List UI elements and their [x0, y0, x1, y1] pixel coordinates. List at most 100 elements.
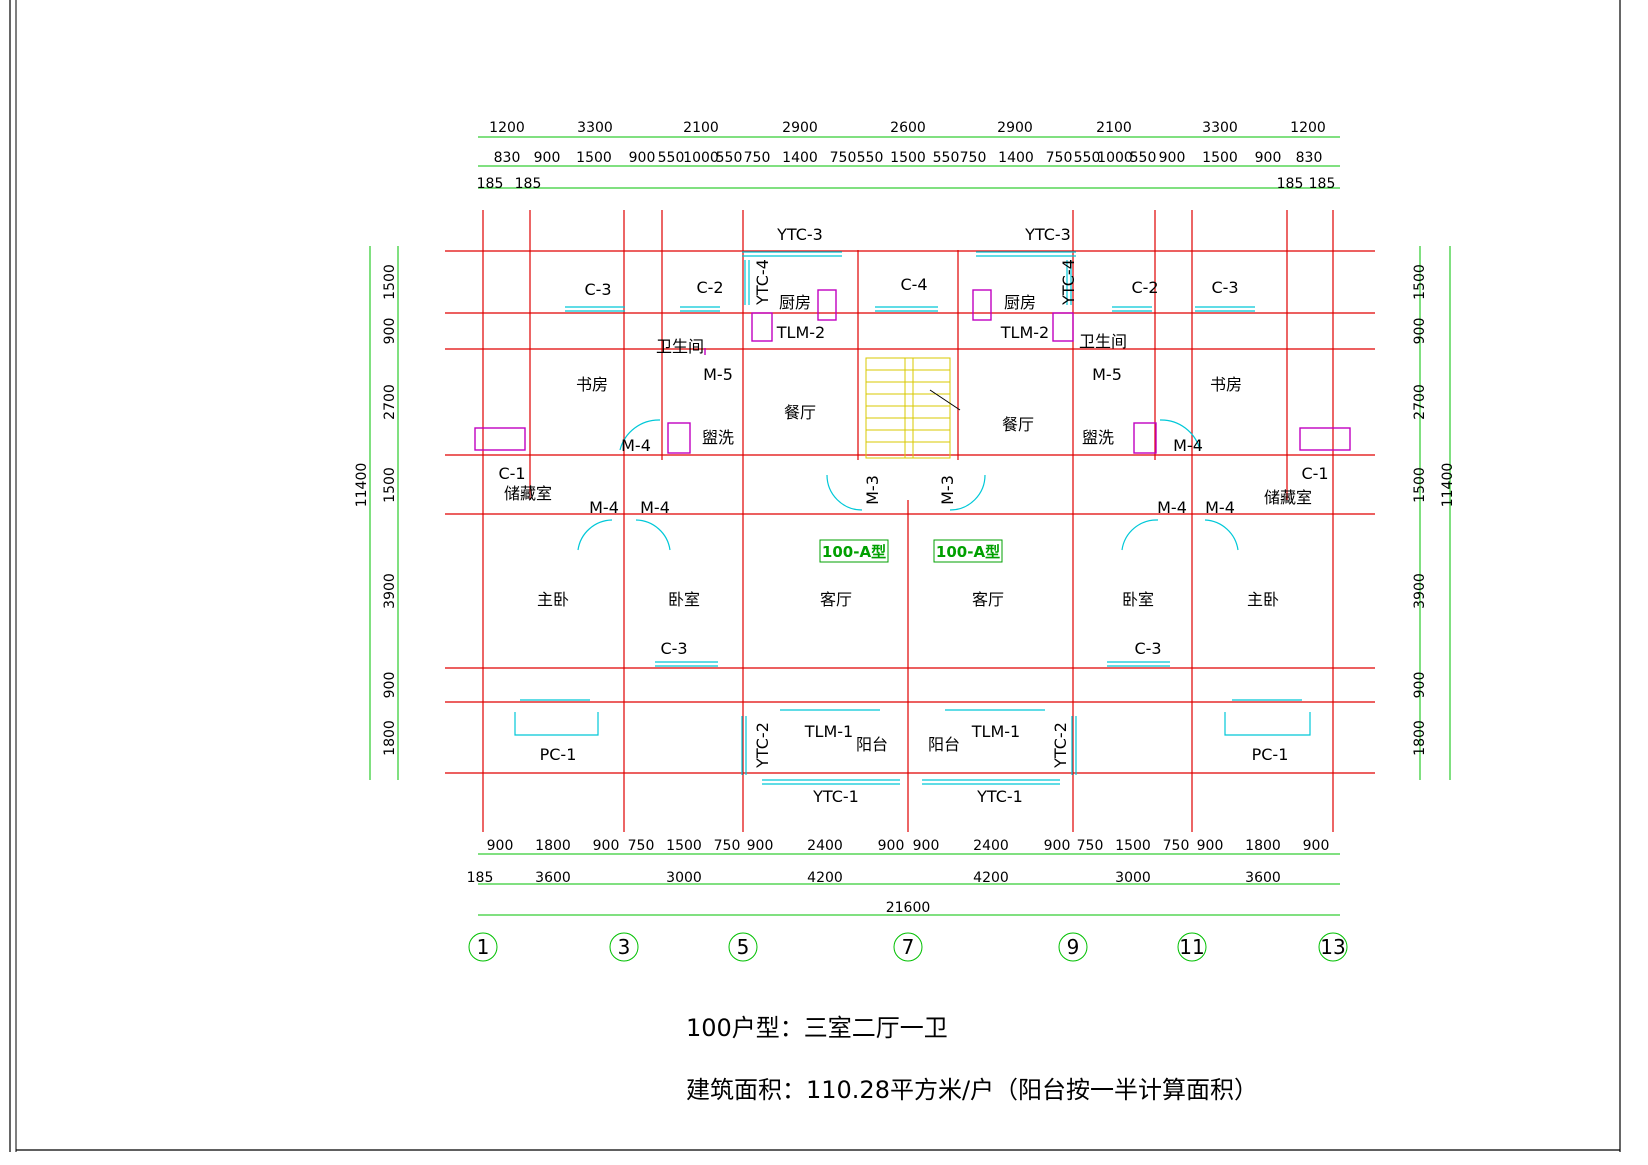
mark-c4: C-4	[900, 275, 927, 294]
mark-m3-right: M-3	[938, 475, 957, 505]
dim-bot1-13: 1500	[1115, 838, 1151, 854]
note-line-1: 100户型：三室二厅一卫	[686, 1014, 948, 1042]
dim-left-2: 2700	[382, 384, 398, 420]
dim-bot1-0: 900	[487, 838, 514, 854]
axis-label-7: 7	[902, 935, 915, 959]
room-kitchen-right: 厨房	[1004, 293, 1036, 312]
dim-bottom-total: 21600	[886, 900, 931, 916]
mark-ytc2-left: YTC-2	[753, 722, 772, 769]
dim-top2-7: 750	[744, 150, 771, 166]
mark-pc1-left: PC-1	[540, 745, 577, 764]
dimension-lines	[369, 136, 1451, 916]
dim-bot1-3: 750	[628, 838, 655, 854]
top-dimension-row-1: 1200 3300 2100 2900 2600 2900 2100 3300 …	[489, 120, 1326, 136]
dim-right-total: 11400	[1440, 463, 1456, 508]
dim-bot1-17: 900	[1303, 838, 1330, 854]
dim-top1-7: 3300	[1202, 120, 1238, 136]
dim-top2-5: 1000	[683, 150, 719, 166]
mark-tlm1-left: TLM-1	[804, 722, 853, 741]
room-storage-left: 储藏室	[504, 484, 552, 503]
mark-m3-left: M-3	[863, 475, 882, 505]
axis-markers: 1 3 5 7 9 11 13	[468, 932, 1348, 962]
dim-left-5: 900	[382, 672, 398, 699]
room-bedroom-left: 卧室	[668, 590, 700, 609]
type-tag-left: 100-A型	[822, 543, 886, 561]
room-labels-left: 书房 卫生间 盥洗 厨房 餐厅 储藏室 主卧 卧室 客厅 阳台	[504, 293, 888, 754]
dim-top2-21: 900	[1255, 150, 1282, 166]
axis-label-9: 9	[1067, 935, 1080, 959]
window-symbols	[514, 251, 1311, 785]
dim-top1-5: 2900	[997, 120, 1033, 136]
dim-top2-22: 830	[1296, 150, 1323, 166]
mark-m4-a: M-4	[621, 436, 651, 455]
room-balcony-right: 阳台	[928, 735, 960, 754]
dim-bot1-14: 750	[1163, 838, 1190, 854]
dim-top2-3: 900	[629, 150, 656, 166]
dim-top1-3: 2900	[782, 120, 818, 136]
dim-bot2-5: 3000	[1115, 870, 1151, 886]
left-dimensions: 1500 900 2700 1500 3900 900 1800 11400	[354, 264, 398, 756]
dim-bot2-3: 4200	[807, 870, 843, 886]
dim-left-total: 11400	[354, 463, 370, 508]
dim-top1-2: 2100	[683, 120, 719, 136]
axis-grid	[445, 210, 1375, 832]
mark-ytc3-right: YTC-3	[1024, 225, 1071, 244]
mark-m4-e: M-4	[1205, 498, 1235, 517]
dim-top3-3: 185	[1309, 176, 1336, 192]
dim-top1-1: 3300	[577, 120, 613, 136]
dim-right-6: 1800	[1412, 720, 1428, 756]
top-dimension-row-3: 185 185 185 185	[477, 176, 1336, 192]
dim-top2-11: 1500	[890, 150, 926, 166]
mark-m5-left: M-5	[703, 365, 733, 384]
element-marks: C-3 C-2 C-4 C-2 C-3 C-1 C-1 YTC-3 YTC-3 …	[498, 225, 1328, 806]
drawing-frame	[9, 0, 1621, 1152]
dim-top2-8: 1400	[782, 150, 818, 166]
dim-bot1-5: 750	[714, 838, 741, 854]
mark-ytc4-right: YTC-4	[1059, 259, 1078, 306]
dim-bot1-10: 2400	[973, 838, 1009, 854]
dim-bot2-4: 4200	[973, 870, 1009, 886]
axis-label-13: 13	[1320, 935, 1345, 959]
dim-bot2-1: 3600	[535, 870, 571, 886]
room-bath-right: 卫生间	[1079, 332, 1127, 351]
dim-top2-20: 1500	[1202, 150, 1238, 166]
bottom-dimension-row-2: 185 3600 3000 4200 4200 3000 3600	[467, 870, 1281, 886]
mark-tlm1-right: TLM-1	[971, 722, 1020, 741]
mark-m4-b: M-4	[589, 498, 619, 517]
dim-top2-4: 550	[658, 150, 685, 166]
mark-c1-left: C-1	[498, 464, 525, 483]
dim-top1-6: 2100	[1096, 120, 1132, 136]
axis-label-11: 11	[1179, 935, 1204, 959]
dim-right-2: 2700	[1412, 384, 1428, 420]
dim-bot1-15: 900	[1197, 838, 1224, 854]
room-master-left: 主卧	[537, 590, 569, 609]
bottom-dimension-row-1: 900 1800 900 750 1500 750 900 2400 900 9…	[487, 838, 1330, 854]
dim-top2-15: 750	[1046, 150, 1073, 166]
dim-bot1-6: 900	[747, 838, 774, 854]
dim-top2-19: 900	[1159, 150, 1186, 166]
mark-ytc1-right: YTC-1	[976, 787, 1023, 806]
right-dimensions: 1500 900 2700 1500 3900 900 1800 11400	[1412, 264, 1456, 756]
room-bath-left: 卫生间	[656, 337, 704, 356]
mark-m4-c: M-4	[640, 498, 670, 517]
mark-c3-br: C-3	[1134, 639, 1161, 658]
dim-left-6: 1800	[382, 720, 398, 756]
room-living-left: 客厅	[820, 590, 852, 609]
room-study-right: 书房	[1210, 375, 1242, 394]
dim-top2-6: 550	[716, 150, 743, 166]
dim-top2-14: 1400	[998, 150, 1034, 166]
room-bedroom-right: 卧室	[1122, 590, 1154, 609]
dim-top3-1: 185	[515, 176, 542, 192]
dim-bot1-9: 900	[913, 838, 940, 854]
dim-right-5: 900	[1412, 672, 1428, 699]
dim-bot1-8: 900	[878, 838, 905, 854]
dim-bot1-1: 1800	[535, 838, 571, 854]
top-dimension-row-2: 830 900 1500 900 550 1000 550 750 1400 7…	[494, 150, 1323, 166]
dim-bot1-11: 900	[1044, 838, 1071, 854]
mark-c3-tr: C-3	[1211, 278, 1238, 297]
axis-label-5: 5	[737, 935, 750, 959]
room-storage-right: 储藏室	[1264, 488, 1312, 507]
mark-tlm2-right: TLM-2	[1000, 323, 1049, 342]
dim-top1-4: 2600	[890, 120, 926, 136]
